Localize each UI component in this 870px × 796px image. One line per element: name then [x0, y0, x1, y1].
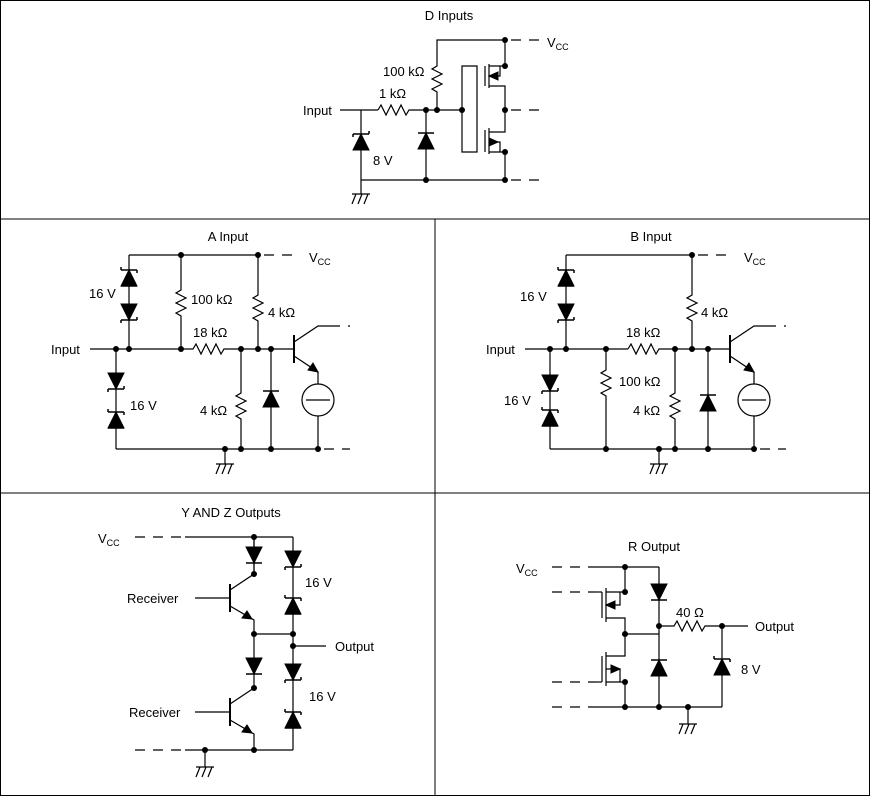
panel-b-vcc-label: VCC [744, 250, 766, 267]
d-zener-diode [352, 132, 370, 151]
panel-yz-receiver-bottom-label: Receiver [129, 705, 181, 720]
panel-b-resistor-4k-bottom-label: 4 kΩ [633, 403, 660, 418]
panel-yz-vcc-label: VCC [98, 531, 120, 548]
panel-d-resistor-1k-label: 1 kΩ [379, 86, 406, 101]
panel-yz-zener-top-label: 16 V [305, 575, 332, 590]
panel-a-zener-bottom-label: 16 V [130, 398, 157, 413]
panel-b-input: B Input VCC Input 16 V 16 V 18 kΩ 100 kΩ… [486, 229, 786, 475]
a-resistor-100k [174, 255, 188, 349]
panel-r-zener-8v-label: 8 V [741, 662, 761, 677]
panel-d-inputs: D Inputs VCC Input 100 kΩ 1 kΩ 8 V [303, 8, 569, 205]
d-resistor-1k [377, 103, 426, 117]
panel-a-input-label: Input [51, 342, 80, 357]
panel-b-resistor-100k-label: 100 kΩ [619, 374, 661, 389]
panel-a-vcc-label: VCC [309, 250, 331, 267]
b-resistor-100k [599, 349, 613, 449]
panel-r-output-label: Output [755, 619, 794, 634]
d-resistor-100k [430, 39, 505, 110]
panel-a-resistor-4k-bottom-label: 4 kΩ [200, 403, 227, 418]
panel-b-resistor-18k-label: 18 kΩ [626, 325, 661, 340]
panel-a-zener-top-label: 16 V [89, 286, 116, 301]
panel-yz-output-label: Output [335, 639, 374, 654]
panel-a-title: A Input [208, 229, 249, 244]
panel-yz-zener-bottom-label: 16 V [309, 689, 336, 704]
a-resistor-18k [181, 342, 258, 356]
panel-a-resistor-100k-label: 100 kΩ [191, 292, 233, 307]
b-resistor-18k [627, 342, 730, 356]
panel-b-resistor-4k-top-label: 4 kΩ [701, 305, 728, 320]
panel-r-resistor-40-label: 40 Ω [676, 605, 704, 620]
panel-d-zener-8v-label: 8 V [373, 153, 393, 168]
a-resistor-4k-bottom [234, 349, 248, 449]
panel-yz-outputs: Y AND Z Outputs VCC Receiver Receiver Ou… [98, 505, 374, 778]
panel-d-resistor-100k-label: 100 kΩ [383, 64, 425, 79]
a-resistor-4k-top [251, 255, 265, 349]
panel-a-resistor-18k-label: 18 kΩ [193, 325, 228, 340]
panel-a-input: A Input VCC Input 16 V 16 V 100 kΩ 18 kΩ… [51, 229, 350, 475]
panel-d-input-label: Input [303, 103, 332, 118]
panel-b-title: B Input [630, 229, 672, 244]
panel-a-resistor-4k-top-label: 4 kΩ [268, 305, 295, 320]
panel-b-input-label: Input [486, 342, 515, 357]
panel-d-title: D Inputs [425, 8, 474, 23]
panel-d-vcc-label: VCC [547, 35, 569, 52]
panel-yz-title: Y AND Z Outputs [181, 505, 281, 520]
b-resistor-4k-top [685, 255, 699, 349]
r-resistor-40 [659, 619, 748, 633]
panel-b-zener-top-label: 16 V [520, 289, 547, 304]
panel-r-vcc-label: VCC [516, 561, 538, 578]
panel-r-title: R Output [628, 539, 680, 554]
d-clamp-diode [417, 131, 435, 150]
b-resistor-4k-bottom [668, 349, 682, 449]
panel-b-zener-bottom-label: 16 V [504, 393, 531, 408]
panel-yz-receiver-top-label: Receiver [127, 591, 179, 606]
panel-r-output: R Output VCC 40 Ω Output 8 V [516, 539, 794, 735]
